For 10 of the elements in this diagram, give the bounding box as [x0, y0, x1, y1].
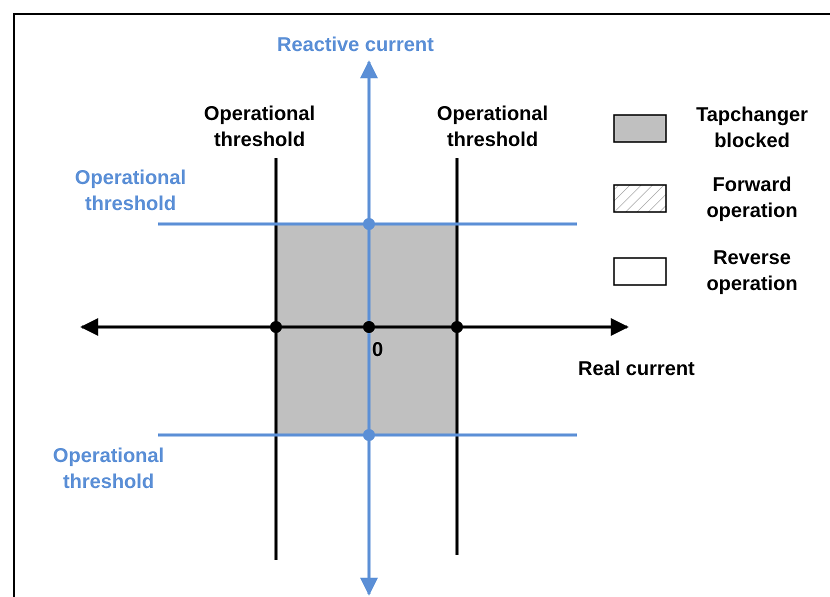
legend-label: Tapchanger blocked [695, 103, 809, 154]
threshold-label: Operational threshold [52, 444, 166, 495]
threshold-label: Operational threshold [436, 102, 550, 153]
threshold-label: Operational threshold [74, 166, 188, 217]
axis-label: Reactive current [277, 33, 434, 58]
threshold-label: Operational threshold [202, 102, 316, 153]
axis-label: Real current [578, 357, 695, 382]
legend-label: Reverse operation [705, 246, 799, 297]
origin-label: 0 [372, 338, 384, 363]
legend-label: Forward operation [705, 173, 799, 224]
